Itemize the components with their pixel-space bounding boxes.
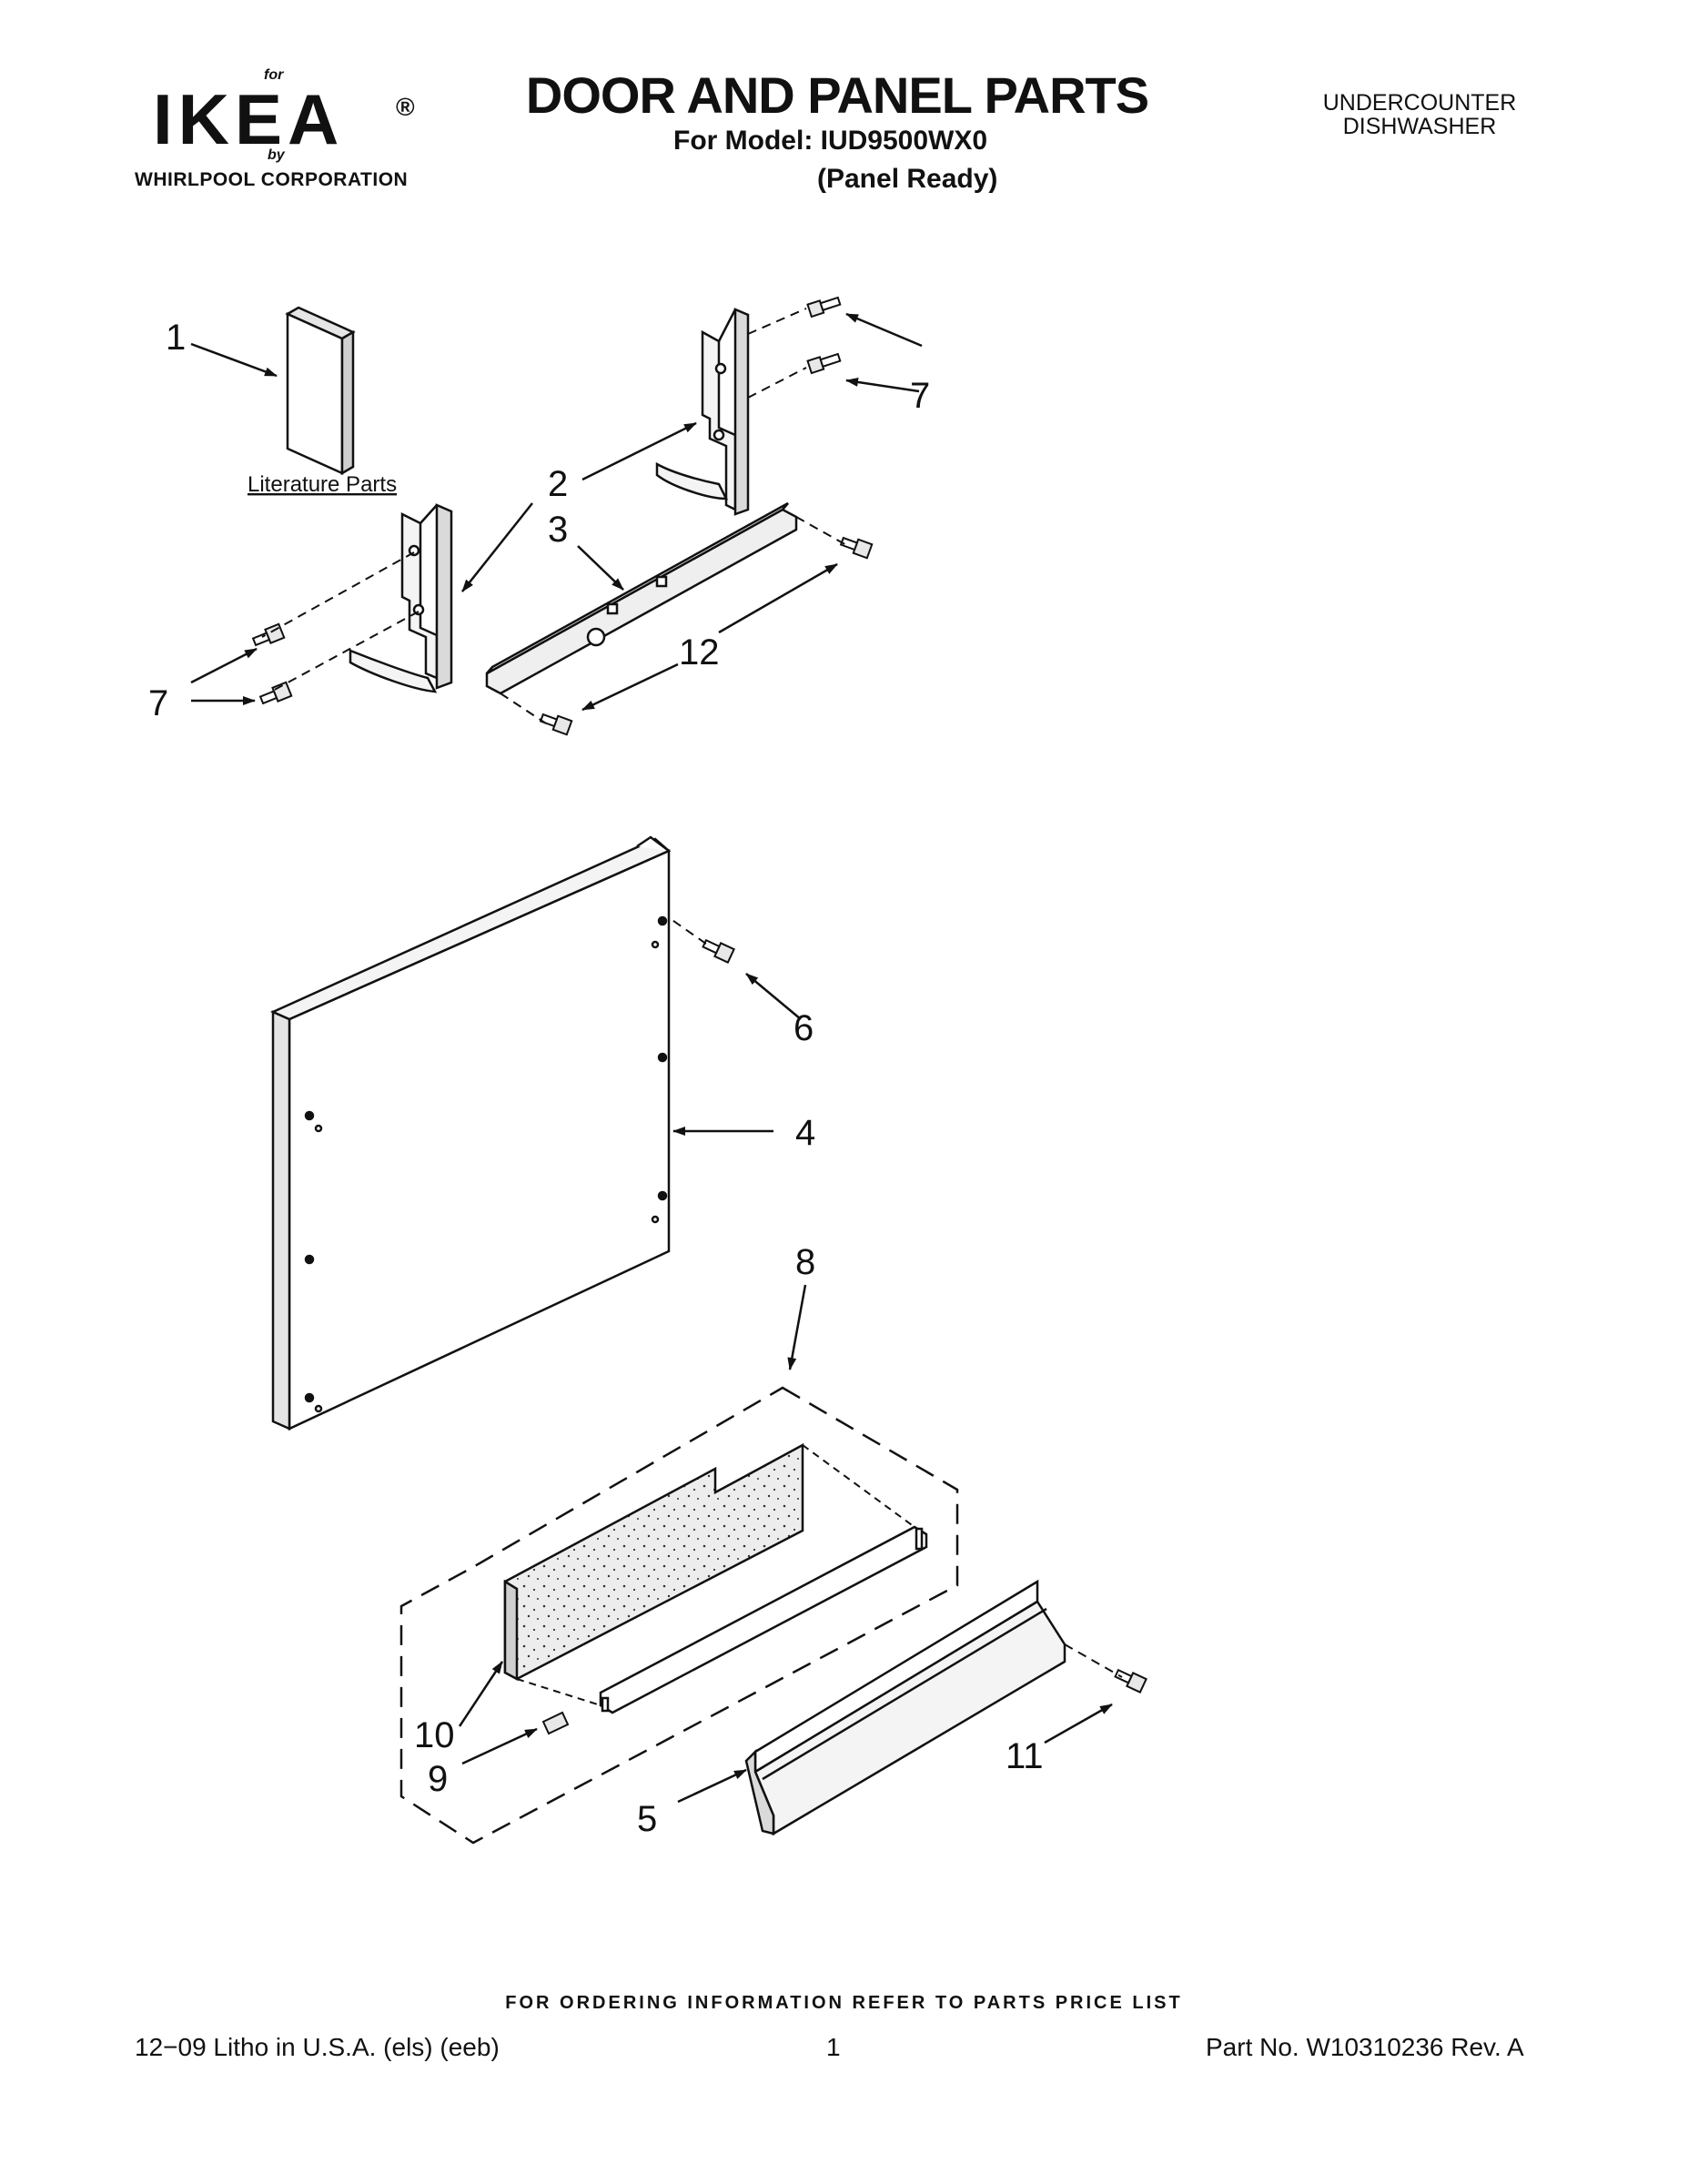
callout-3: 3 — [548, 510, 568, 550]
page-number: 1 — [826, 2033, 841, 2061]
category-line-2: DISHWASHER — [1342, 114, 1497, 139]
alignment-lines — [261, 308, 1123, 1678]
foam-insulation-strip — [503, 1442, 804, 1682]
callout-9: 9 — [428, 1759, 448, 1799]
callout-7-lower: 7 — [148, 683, 168, 723]
door-support-rail — [485, 501, 798, 695]
logo-by-text: by — [268, 147, 285, 163]
toe-kit-outline — [399, 1386, 959, 1845]
litho-info: 12−09 Litho in U.S.A. (els) (eeb) — [135, 2033, 500, 2061]
part-number: Part No. W10310236 Rev. A — [1206, 2033, 1524, 2061]
callout-7-upper: 7 — [910, 376, 930, 416]
product-category: UNDERCOUNTER DISHWASHER — [1283, 91, 1556, 138]
brand-logo: IKEA — [153, 79, 345, 159]
callout-arrows — [190, 312, 1113, 1804]
callout-12: 12 — [679, 632, 720, 672]
callout-1: 1 — [166, 318, 186, 358]
kit-dash-link-2 — [516, 1678, 601, 1706]
logo-corporation: WHIRLPOOL CORPORATION — [135, 169, 409, 190]
retainer-clip — [541, 1711, 570, 1735]
toe-panel — [744, 1579, 1066, 1836]
registered-mark: ® — [396, 93, 415, 121]
kit-dash-link-1 — [802, 1444, 915, 1528]
callout-10: 10 — [414, 1715, 455, 1755]
page-title: DOOR AND PANEL PARTS — [525, 66, 1149, 124]
category-line-1: UNDERCOUNTER — [1322, 90, 1517, 116]
callout-8: 8 — [795, 1242, 815, 1282]
kit-filler-strip — [599, 1525, 928, 1714]
callout-4: 4 — [795, 1113, 815, 1153]
door-panel — [269, 835, 672, 1431]
hex-screw-set — [251, 296, 1147, 1694]
mounting-bracket-right — [655, 308, 750, 516]
callout-6: 6 — [793, 1008, 814, 1048]
literature-booklet — [285, 306, 356, 476]
logo-for-text: for — [264, 67, 284, 83]
ordering-note: FOR ORDERING INFORMATION REFER TO PARTS … — [505, 1993, 1183, 2013]
model-variant: (Panel Ready) — [817, 164, 998, 194]
callout-2: 2 — [548, 464, 568, 504]
model-number: For Model: IUD9500WX0 — [673, 126, 988, 156]
callout-11: 11 — [1006, 1736, 1044, 1776]
callout-5: 5 — [637, 1799, 657, 1839]
mounting-bracket-left — [349, 503, 453, 693]
literature-parts-label: Literature Parts — [248, 472, 397, 497]
